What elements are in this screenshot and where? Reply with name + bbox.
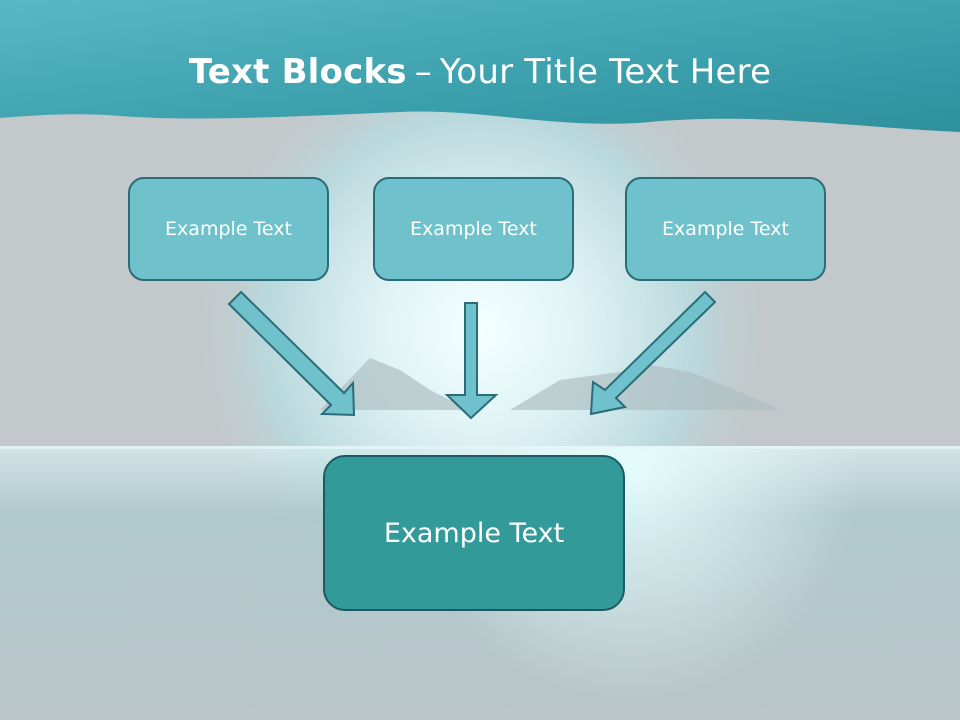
- source-block-center[interactable]: Example Text: [373, 177, 574, 281]
- title-rest: Your Title Text Here: [439, 52, 772, 92]
- title-separator: –: [414, 52, 432, 92]
- source-block-left[interactable]: Example Text: [128, 177, 329, 281]
- source-block-center-text: Example Text: [410, 218, 537, 240]
- slide-title: Text Blocks–Your Title Text Here: [0, 52, 960, 92]
- source-block-right[interactable]: Example Text: [625, 177, 826, 281]
- target-block-text: Example Text: [383, 517, 565, 549]
- source-block-left-text: Example Text: [165, 218, 292, 240]
- target-block[interactable]: Example Text: [323, 455, 625, 611]
- title-bold: Text Blocks: [188, 52, 407, 92]
- source-block-right-text: Example Text: [662, 218, 789, 240]
